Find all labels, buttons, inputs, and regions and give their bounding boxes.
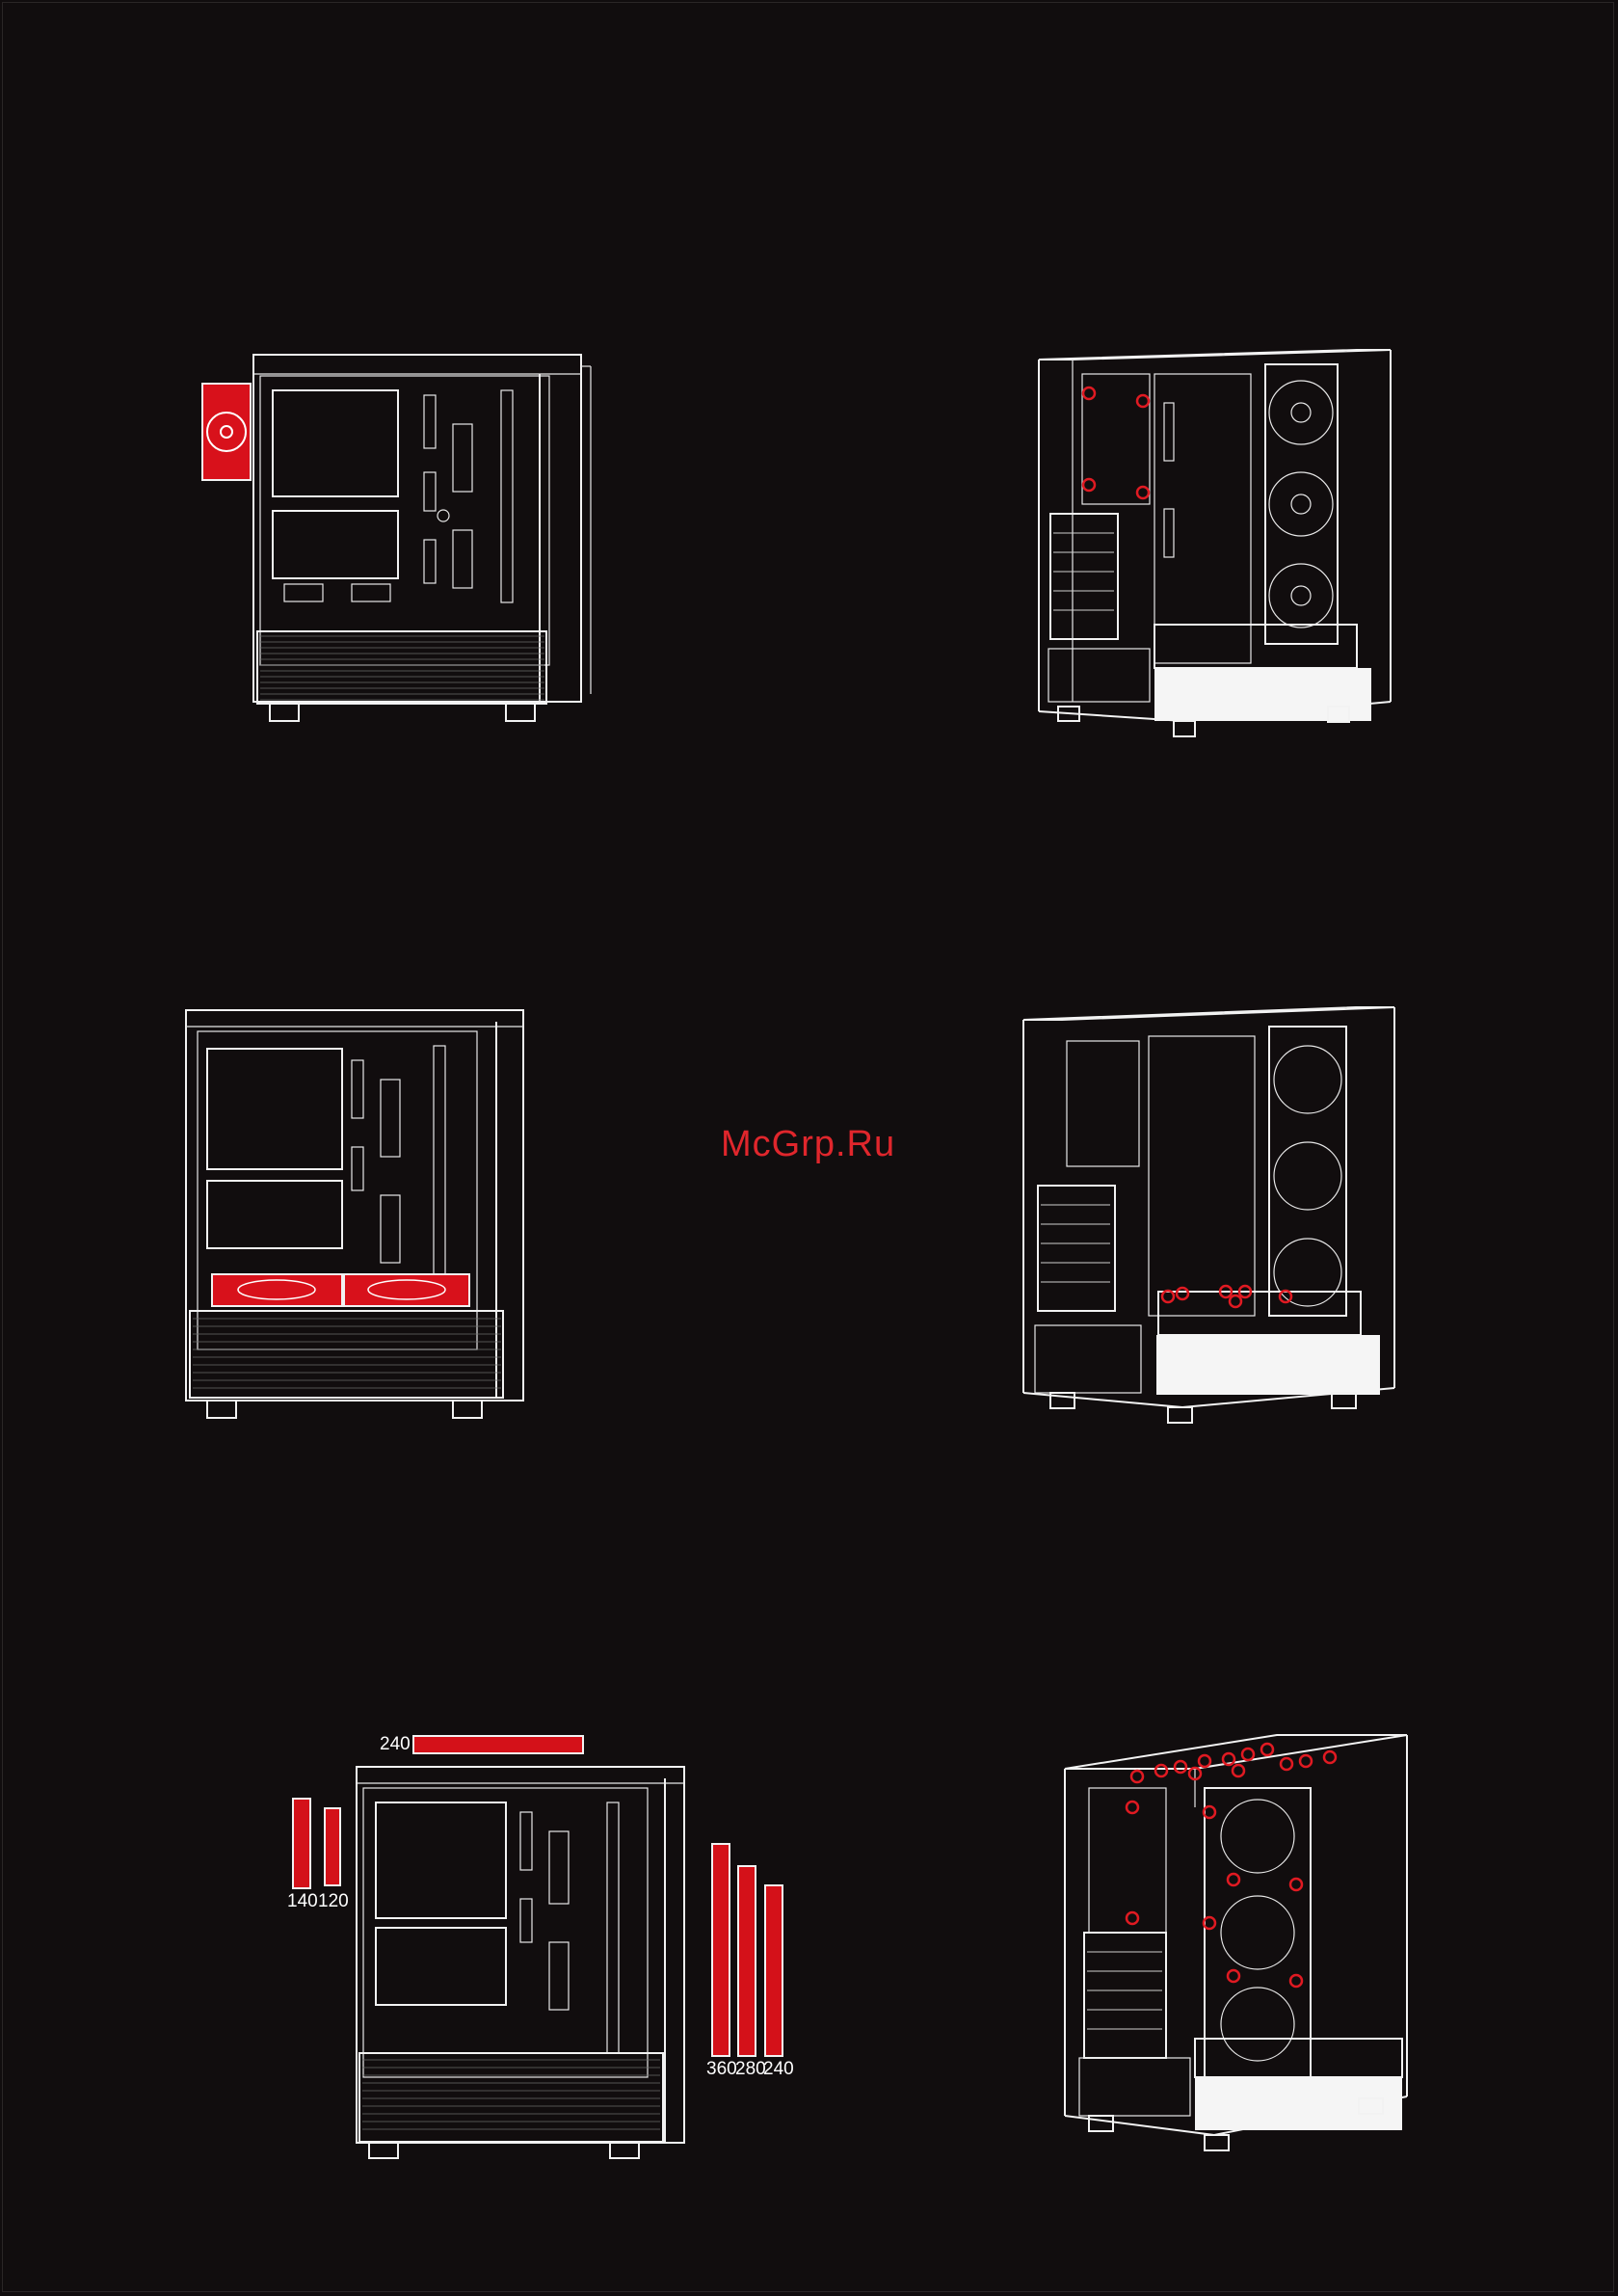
iso-view-rear-mount-points <box>1029 345 1415 740</box>
side-view-bottom-fans-highlight <box>178 1002 544 1427</box>
radiator-bar-top-240 <box>412 1735 584 1754</box>
radiator-label-front-120: 120 <box>318 1891 349 1912</box>
radiator-bar-front-140 <box>292 1798 311 1889</box>
radiator-bar-side-240 <box>764 1884 783 2057</box>
iso-view-top-front-mount-points <box>1050 1730 1417 2154</box>
radiator-label-side-360: 360 <box>706 2059 737 2080</box>
iso-view-bottom-mount-points <box>1014 1002 1409 1427</box>
radiator-label-side-280: 280 <box>735 2059 766 2080</box>
radiator-bar-front-120 <box>324 1807 341 1886</box>
watermark-text: McGrp.Ru <box>721 1124 895 1165</box>
radiator-label-side-240: 240 <box>763 2059 794 2080</box>
radiator-label-front-140: 140 <box>287 1891 318 1912</box>
radiator-label-top-240: 240 <box>380 1734 411 1755</box>
side-view-rear-fan-highlight <box>198 347 602 733</box>
radiator-bar-side-280 <box>737 1865 756 2057</box>
side-view-radiator-sizes <box>352 1759 699 2164</box>
radiator-bar-side-360 <box>711 1843 730 2057</box>
